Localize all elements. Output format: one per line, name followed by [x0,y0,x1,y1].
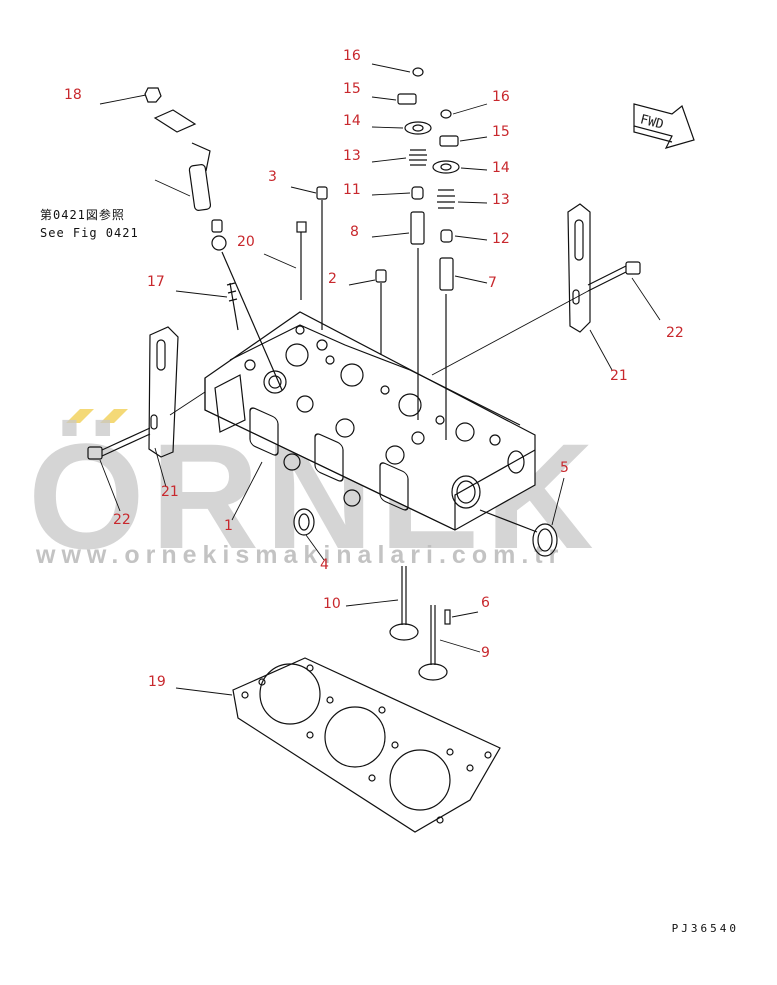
callout-15[interactable]: 15 [343,81,361,97]
watermark-accent-icon [66,409,128,423]
callout-22[interactable]: 22 [113,512,131,528]
callout-13[interactable]: 13 [492,192,510,208]
callout-21[interactable]: 21 [610,368,628,384]
callout-4[interactable]: 4 [320,557,329,573]
callout-16[interactable]: 16 [492,89,510,105]
callout-3[interactable]: 3 [268,169,277,185]
watermark-url: www.ornekismakinalari.com.tr [36,541,565,569]
callout-15[interactable]: 15 [492,124,510,140]
callout-8[interactable]: 8 [350,224,359,240]
callout-13[interactable]: 13 [343,148,361,164]
drawing-code: PJ36540 [671,922,739,935]
callout-7[interactable]: 7 [488,275,497,291]
callout-14[interactable]: 14 [343,113,361,129]
callout-19[interactable]: 19 [148,674,166,690]
callout-6[interactable]: 6 [481,595,490,611]
callout-21[interactable]: 21 [161,484,179,500]
callout-11[interactable]: 11 [343,182,361,198]
callout-1[interactable]: 1 [224,518,233,534]
callout-12[interactable]: 12 [492,231,510,247]
callout-20[interactable]: 20 [237,234,255,250]
callout-14[interactable]: 14 [492,160,510,176]
callout-10[interactable]: 10 [323,596,341,612]
callout-18[interactable]: 18 [64,87,82,103]
callout-2[interactable]: 2 [328,271,337,287]
callout-17[interactable]: 17 [147,274,165,290]
callout-16[interactable]: 16 [343,48,361,64]
head-gasket [232,657,501,833]
callout-5[interactable]: 5 [560,460,569,476]
reference-note-en: See Fig 0421 [40,226,139,240]
cylinder-head [204,311,536,531]
fwd-arrow-icon: FWD [632,96,696,150]
callout-22[interactable]: 22 [666,325,684,341]
reference-note-jp: 第0421図参照 [40,208,125,222]
callout-9[interactable]: 9 [481,645,490,661]
